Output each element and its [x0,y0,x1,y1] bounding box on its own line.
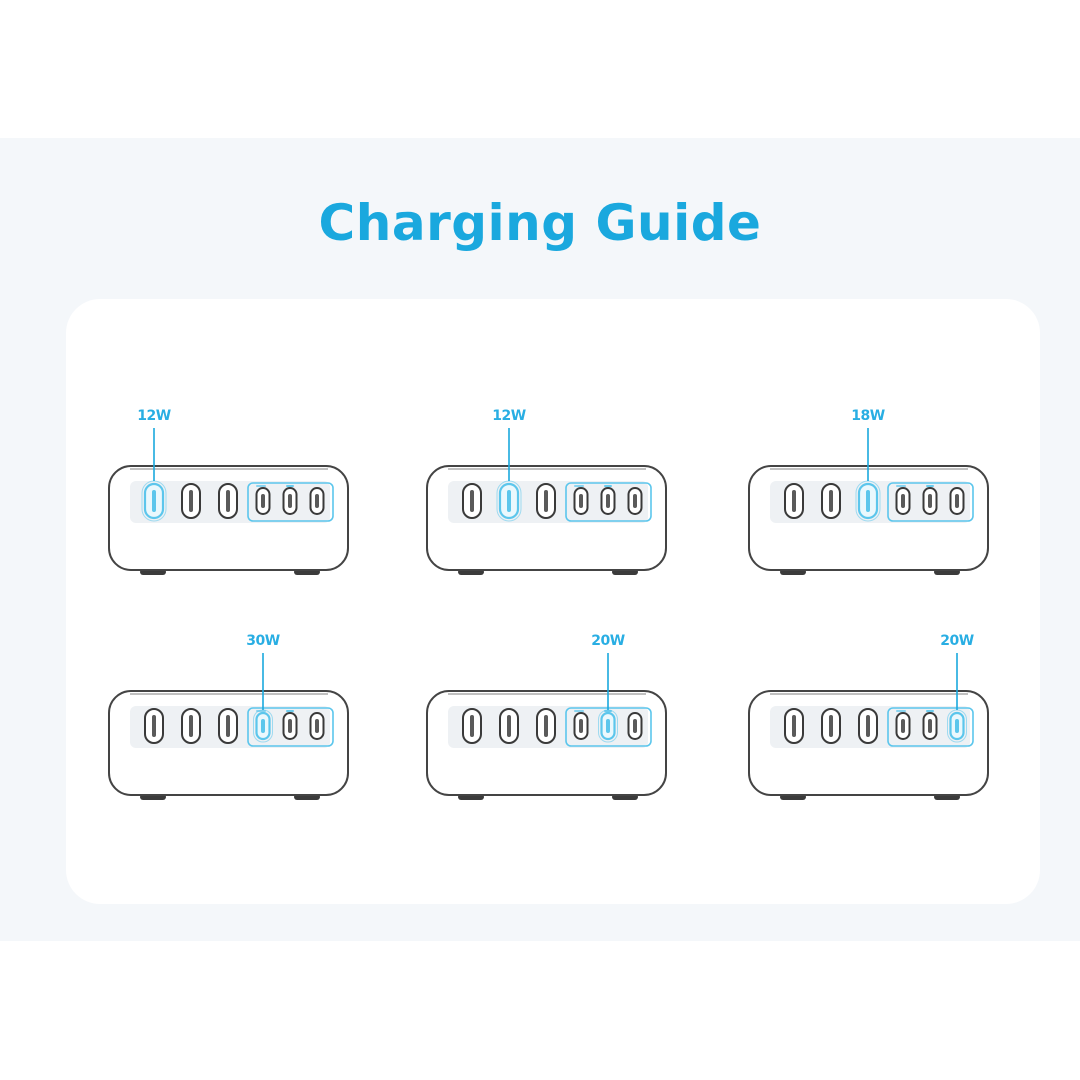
guide-card: 12W 12W 18W 30W 20W 20W [66,299,1040,904]
port-tongue [315,719,319,733]
watt-label: 30W [246,633,280,649]
port-tongue [829,715,833,737]
watt-label: 12W [137,408,171,424]
charger-svg [748,428,989,575]
watt-label: 20W [940,633,974,649]
charger-svg [426,428,667,575]
watt-label: 20W [591,633,625,649]
usb-c-group-box [887,707,974,747]
group-marking [896,710,906,712]
group-marking [286,485,294,487]
port-tongue [955,494,959,508]
port-tongue [470,715,474,737]
port-tongue [544,715,548,737]
usb-c-group-box [565,482,652,522]
group-marking [604,485,612,487]
charger-diagram: 12W [106,396,351,575]
charger-diagram: 20W [424,621,669,800]
charger-diagram: 18W [746,396,991,575]
group-marking [896,485,906,487]
port-tongue [544,490,548,512]
port-tongue [579,719,583,733]
port-tongue [606,494,610,508]
charger-svg [748,653,989,800]
port-tongue [633,719,637,733]
port-tongue [470,490,474,512]
page-title: Charging Guide [318,194,762,252]
port-tongue [928,719,932,733]
port-tongue [955,719,959,733]
port-tongue [315,494,319,508]
port-tongue [288,494,292,508]
port-tongue [189,490,193,512]
port-tongue [261,719,265,733]
port-tongue [901,719,905,733]
port-tongue [866,490,870,512]
port-tongue [152,715,156,737]
group-marking [286,710,294,712]
charger-svg [426,653,667,800]
port-tongue [507,490,511,512]
port-tongue [261,494,265,508]
port-tongue [633,494,637,508]
port-tongue [606,719,610,733]
charger-diagram: 12W [424,396,669,575]
group-marking [256,485,266,487]
watt-label: 18W [851,408,885,424]
port-tongue [226,490,230,512]
port-tongue [189,715,193,737]
port-tongue [901,494,905,508]
port-tongue [792,490,796,512]
port-tongue [226,715,230,737]
port-tongue [507,715,511,737]
usb-c-group-box [247,707,334,747]
group-marking [926,485,934,487]
port-tongue [579,494,583,508]
usb-c-group-box [247,482,334,522]
usb-c-group-box [887,482,974,522]
port-tongue [288,719,292,733]
charger-diagram: 20W [746,621,991,800]
group-marking [926,710,934,712]
port-tongue [792,715,796,737]
charger-diagram: 30W [106,621,351,800]
port-tongue [866,715,870,737]
port-tongue [829,490,833,512]
group-marking [574,485,584,487]
charger-svg [108,653,349,800]
charger-svg [108,428,349,575]
port-tongue [152,490,156,512]
port-tongue [928,494,932,508]
watt-label: 12W [492,408,526,424]
group-marking [574,710,584,712]
